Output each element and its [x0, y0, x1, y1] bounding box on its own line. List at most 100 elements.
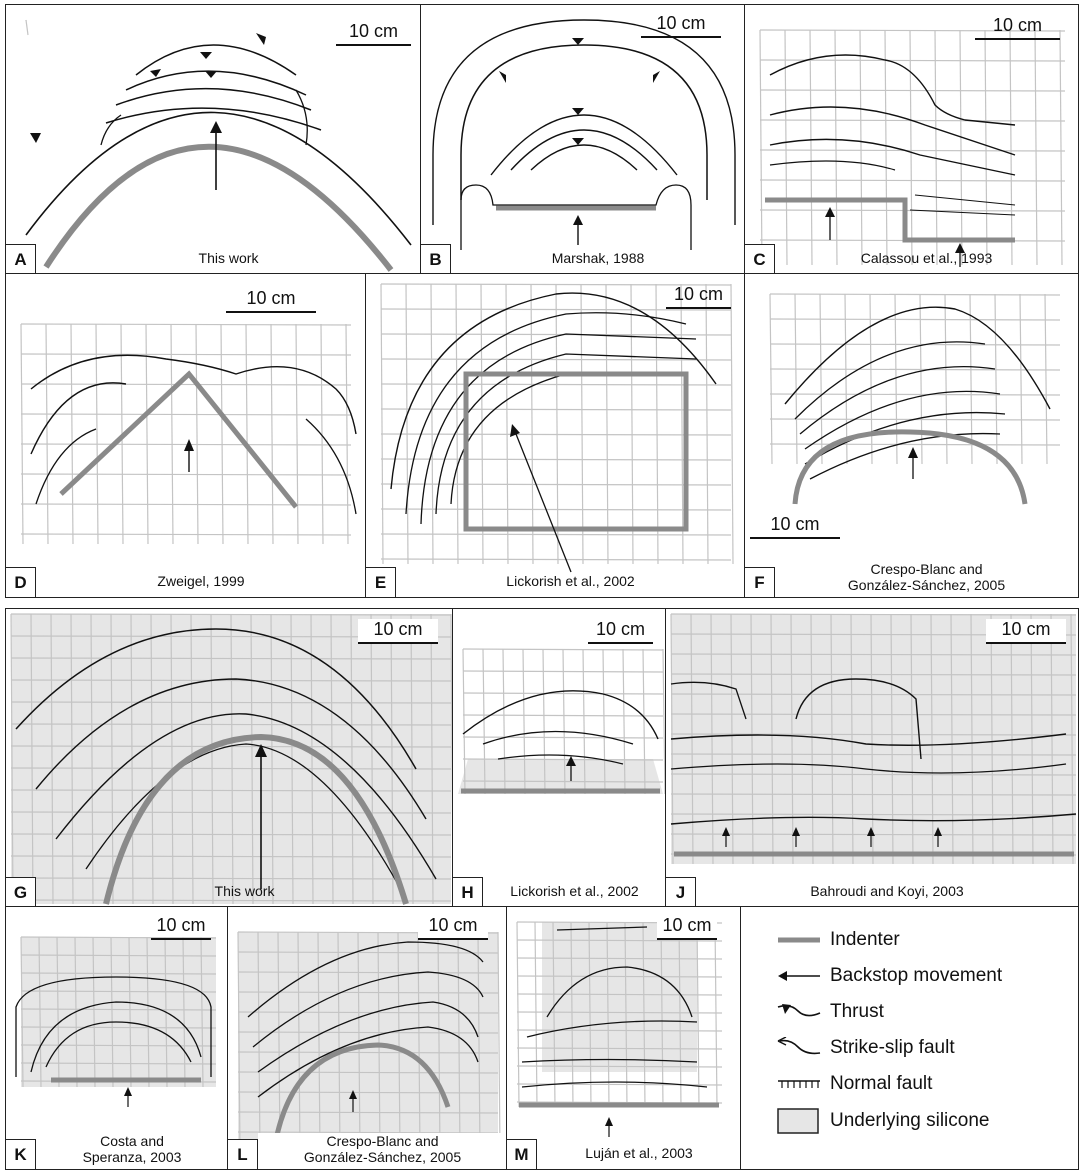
legend-label: Strike-slip fault — [830, 1037, 955, 1058]
scale-bar: 10 cm — [641, 13, 721, 38]
citation-line: González-Sánchez, 2005 — [303, 1149, 462, 1165]
thrust-arc — [35, 678, 427, 820]
normal-fault-swatch — [778, 1080, 820, 1088]
backstop-arrow-swatch — [778, 971, 820, 981]
citation: Calassou et al., 1993 — [860, 250, 993, 266]
panel-l: 10 cm Crespo-Blanc and González-Sánchez,… — [227, 906, 508, 1170]
underlying-silicone — [458, 759, 663, 794]
thrust-arc — [115, 87, 312, 111]
thrust-arc — [435, 353, 697, 515]
thrust — [909, 194, 1016, 216]
panel-g: 10 cm This work G — [5, 608, 454, 908]
scale-bar: 10 cm — [588, 619, 653, 644]
deformation-grid — [20, 936, 217, 1088]
underlying-silicone — [542, 922, 697, 1072]
thrust-arc — [799, 366, 996, 435]
thrust-arc — [784, 306, 1051, 410]
scale-label: 10 cm — [656, 13, 706, 33]
scale-label: 10 cm — [1001, 619, 1051, 639]
indenter — [765, 197, 1015, 243]
citation-line: González-Sánchez, 2005 — [847, 577, 1006, 593]
deformation-grid — [380, 283, 734, 565]
thrust-tooth — [205, 71, 217, 78]
deformation-grid — [25, 19, 29, 36]
thrust-tooth — [572, 138, 584, 145]
citation: Lickorish et al., 2002 — [506, 573, 635, 589]
deformation-grid — [20, 323, 352, 545]
panel-e: 10 cm Lickorish et al., 2002 E — [365, 273, 746, 598]
citation-line: Crespo-Blanc and — [326, 1133, 439, 1149]
panel-letter: L — [228, 1139, 258, 1169]
thrust — [521, 1058, 698, 1063]
scale-bar: 10 cm — [657, 915, 717, 940]
panel-d: 10 cm Zweigel, 1999 D — [5, 273, 367, 598]
panel-letter: F — [745, 567, 775, 597]
thrust — [670, 681, 747, 720]
panel-j: 10 cm Bahroudi and Koyi, 2003 J — [665, 608, 1079, 908]
panel-letter: H — [453, 877, 483, 907]
thrust-tooth — [572, 38, 584, 45]
thrust — [30, 382, 127, 455]
scale-label: 10 cm — [595, 619, 646, 639]
deformation-grid — [462, 648, 666, 795]
legend-label: Normal fault — [830, 1073, 933, 1094]
backstop-arrowhead — [124, 1087, 132, 1096]
scale-bar: 10 cm — [666, 284, 731, 309]
scale-bar: 10 cm — [986, 619, 1066, 644]
scale-label: 10 cm — [373, 619, 423, 639]
indenter — [43, 143, 394, 272]
thrust-arc — [135, 44, 297, 76]
citation: This work — [214, 883, 275, 899]
indenter — [103, 733, 409, 905]
citation-line: Crespo-Blanc and — [870, 561, 983, 577]
edge-bend — [460, 184, 692, 250]
strike-slip-swatch — [777, 1037, 821, 1055]
thrust-arc — [15, 628, 417, 770]
backstop-arrowhead — [722, 827, 730, 836]
scale-bar: 10 cm — [975, 15, 1060, 40]
thrust — [521, 1081, 708, 1088]
indenter — [463, 371, 689, 532]
legend-label: Indenter — [830, 929, 900, 950]
backstop-arrowhead — [573, 215, 583, 225]
underlying-silicone — [671, 614, 1076, 864]
citation: Marshak, 1988 — [551, 250, 645, 266]
thrust-arc — [804, 411, 1006, 465]
thrust-tooth — [30, 133, 41, 143]
legend-label: Thrust — [830, 1001, 884, 1022]
thrust-arc — [462, 690, 659, 740]
panel-a: 10 cm This work A — [5, 4, 422, 275]
citation: Zweigel, 1999 — [157, 573, 245, 589]
thrust — [556, 926, 648, 931]
panel-letter: M — [507, 1139, 537, 1169]
legend: Indenter Backstop movement Thrust Strike… — [740, 906, 1079, 1170]
thrust-arc — [450, 373, 567, 505]
panel-f-diagram — [769, 293, 1061, 505]
thrust-arc — [85, 743, 407, 900]
backstop-arrowhead — [955, 243, 965, 253]
panel-letter: K — [6, 1139, 36, 1169]
scale-bar: 10 cm — [226, 288, 316, 313]
panel-m-diagram — [516, 921, 723, 1137]
thrust — [769, 160, 896, 171]
thrust-arc — [15, 976, 212, 1077]
deformation-grid — [516, 921, 723, 1108]
thrust-arc — [55, 713, 437, 880]
citation: Crespo-Blanc and González-Sánchez, 2005 — [775, 561, 1078, 593]
panel-letter: B — [421, 244, 451, 274]
panel-h: 10 cm Lickorish et al., 2002 H — [452, 608, 667, 908]
citation-line: Costa and — [100, 1133, 164, 1149]
indenter — [792, 429, 1028, 505]
backstop-arrowhead — [934, 827, 942, 836]
backstop-arrow — [515, 433, 572, 573]
backstop-arrowhead — [792, 827, 800, 836]
thrust — [670, 763, 1067, 774]
thrust-arc — [105, 107, 322, 131]
thrust-arc — [252, 971, 484, 1048]
citation: Bahroudi and Koyi, 2003 — [810, 883, 964, 899]
legend-label: Backstop movement — [830, 965, 1003, 986]
thrust — [526, 1020, 698, 1038]
backstop-arrowhead — [255, 744, 267, 757]
panel-k-diagram — [15, 936, 217, 1107]
thrust-tooth — [150, 69, 161, 77]
